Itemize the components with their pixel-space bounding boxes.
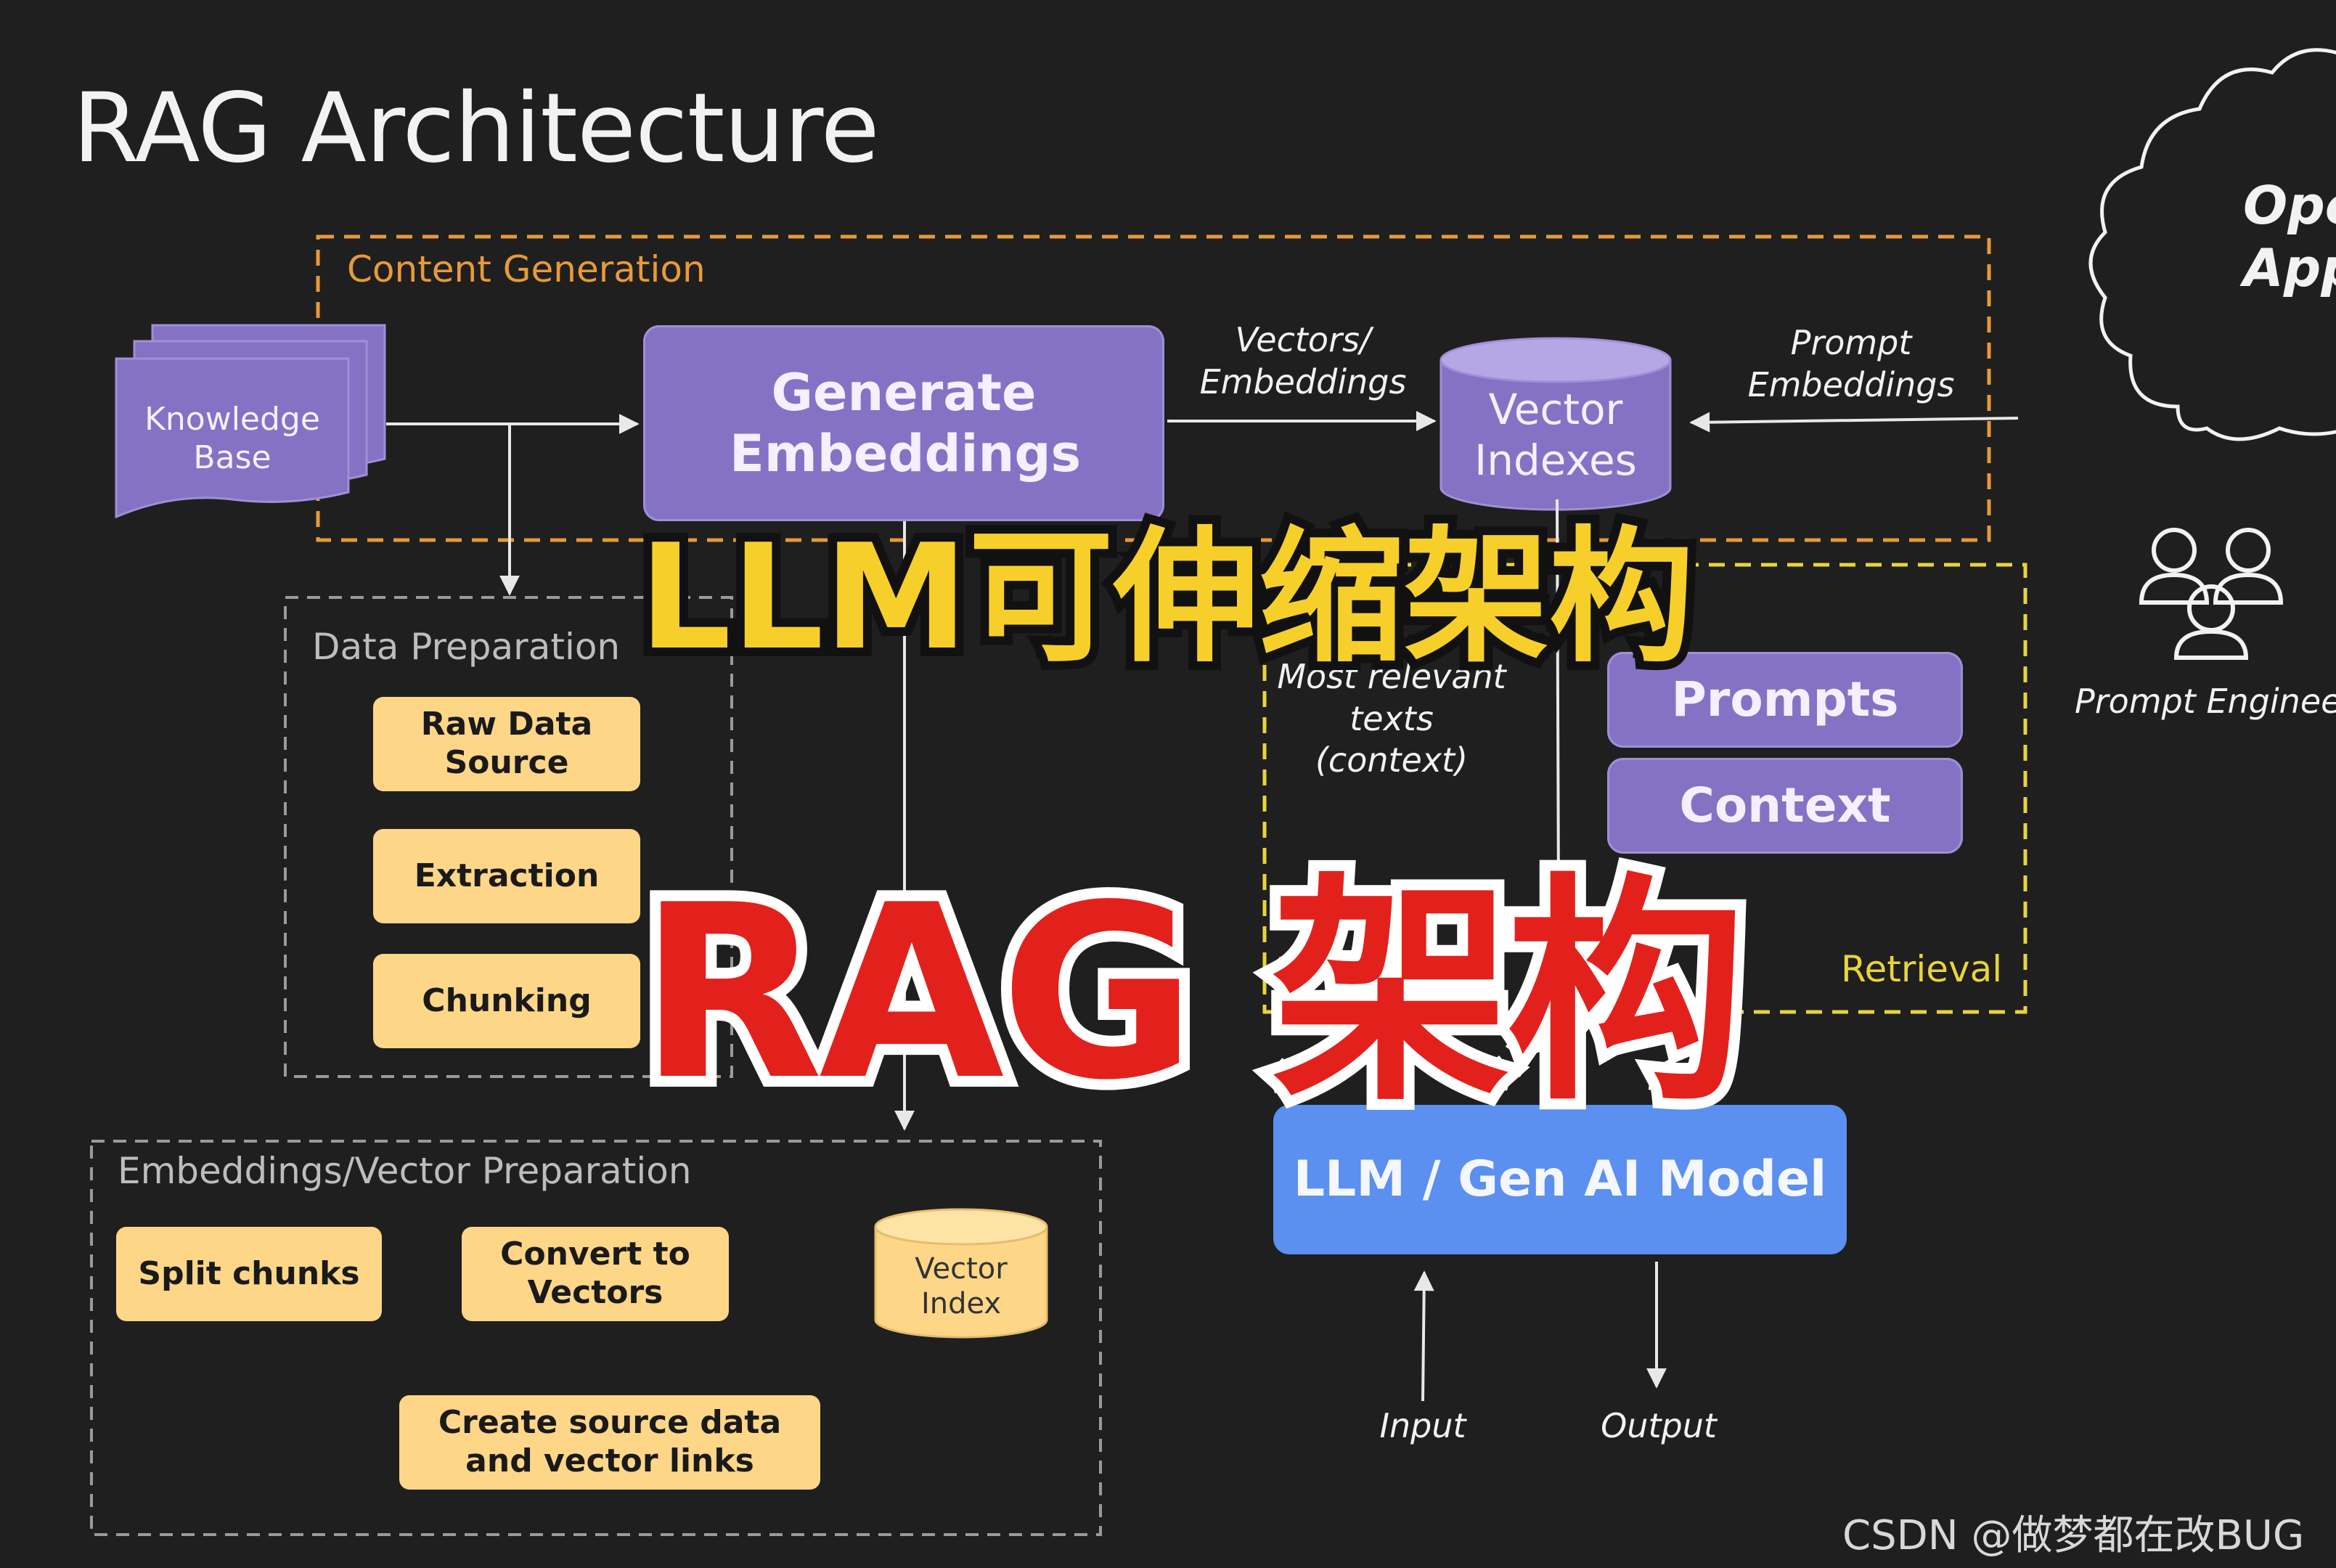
vector-indexes-cylinder — [1439, 337, 1672, 511]
create-links-label: Create source data and vector links — [438, 1404, 782, 1479]
convert-to-vectors-label: Convert to Vectors — [500, 1236, 690, 1311]
knowledge-base-stack — [115, 324, 386, 519]
embeddings-preparation-label: Embeddings/Vector Preparation — [118, 1150, 692, 1192]
vector-index-cylinder — [874, 1208, 1048, 1339]
create-links-box: Create source data and vector links — [399, 1395, 820, 1490]
data-preparation-region — [284, 596, 733, 1078]
watermark: CSDN @做梦都在改BUG — [1842, 1512, 2305, 1559]
input-edge-label: Input — [1379, 1406, 1466, 1445]
llm-box: LLM / Gen AI Model — [1273, 1105, 1847, 1254]
retrieval-region — [1262, 563, 2027, 1014]
chunking-box: Chunking — [373, 954, 640, 1048]
overlay-headline-cn: LLM可伸缩架构 — [630, 505, 1703, 691]
content-generation-label: Content Generation — [347, 248, 706, 290]
split-chunks-box: Split chunks — [116, 1227, 382, 1321]
prompt-engineer-icon — [2139, 528, 2284, 660]
prompts-box: Prompts — [1607, 652, 1963, 748]
most-relevant-edge-label: Most relevant texts (context) — [1277, 657, 1506, 780]
prompt-embeddings-edge-label: Prompt Embeddings — [1747, 323, 1955, 404]
vector-indexes-label: Vector Indexes — [1441, 377, 1670, 494]
prompt-engineer-label: Prompt Engineer — [2075, 682, 2336, 721]
generate-embeddings-label: Generate Embeddings — [730, 363, 1082, 483]
vectors-embeddings-edge-label: Vectors/ Embeddings — [1199, 320, 1407, 401]
vector-indexes-text: Vector Indexes — [1474, 385, 1637, 485]
page-title: RAG Architecture — [73, 73, 880, 184]
output-edge-label: Output — [1601, 1406, 1717, 1445]
raw-data-source-box: Raw Data Source — [373, 697, 640, 791]
convert-to-vectors-box: Convert to Vectors — [462, 1227, 729, 1321]
arrows — [386, 411, 2019, 1402]
open-app-label: Ope App — [2243, 175, 2336, 299]
generate-embeddings-box: Generate Embeddings — [643, 325, 1164, 521]
raw-data-source-label: Raw Data Source — [420, 706, 593, 781]
open-app-cloud — [2088, 48, 2336, 441]
vector-index-label: Vector Index — [875, 1243, 1047, 1330]
data-preparation-label: Data Preparation — [312, 626, 621, 668]
context-box: Context — [1607, 758, 1963, 854]
embeddings-preparation-region — [90, 1140, 1102, 1536]
extraction-box: Extraction — [373, 829, 640, 923]
retrieval-label: Retrieval — [1841, 948, 2003, 990]
vector-index-text: Vector Index — [915, 1252, 1008, 1320]
overlay-big-cn: RAG 架构 — [628, 843, 1757, 1143]
knowledge-base-label: Knowledge Base — [144, 401, 320, 476]
